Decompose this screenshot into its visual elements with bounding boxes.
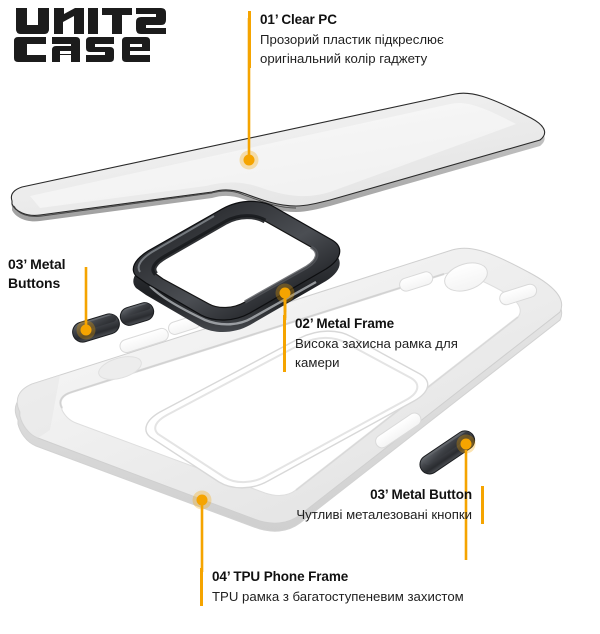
hotspots [76, 150, 476, 510]
metal-button-short [119, 302, 155, 326]
callout-04-title: 04’ TPU Phone Frame [212, 569, 349, 584]
callout-03a-title: 03’ Metal Buttons [8, 256, 66, 291]
callout-03b-title: 03’ Metal Button [370, 487, 472, 502]
callout-01-body: Прозорий пластик підкреслює оригінальний… [260, 32, 444, 66]
callout-03b-metal-button: 03’ Metal Button Чутливі металезовані кн… [268, 486, 484, 524]
port-cutout-slots-right [399, 262, 538, 306]
callout-02-title: 02’ Metal Frame [295, 316, 395, 331]
hotspot-01[interactable] [239, 150, 259, 170]
tpu-phone-frame [14, 247, 562, 532]
hotspot-03b[interactable] [456, 434, 476, 454]
hotspot-02[interactable] [275, 283, 295, 303]
callout-03a-metal-buttons: 03’ Metal Buttons [8, 255, 104, 293]
callout-02-metal-frame: 02’ Metal Frame Висока захисна рамка для… [283, 315, 475, 372]
button-cutout-slot-right [375, 412, 422, 449]
callout-01-title: 01’ Clear PC [260, 12, 337, 27]
callout-02-body: Висока захисна рамка для камери [295, 336, 458, 370]
callout-01-clear-pc: 01’ Clear PC Прозорий пластик підкреслює… [248, 11, 512, 68]
unit2-case-wordmark-icon [14, 8, 166, 62]
clear-pc-panel [10, 92, 546, 222]
hotspot-03a[interactable] [76, 320, 96, 340]
camera-cutout [145, 330, 429, 489]
unit2-case-logo [14, 6, 184, 66]
sensor-recess [98, 356, 142, 380]
callout-04-body: TPU рамка з багатоступеневим захистом [212, 589, 464, 604]
hotspot-04[interactable] [192, 490, 212, 510]
callout-03b-body: Чутливі металезовані кнопки [296, 507, 472, 522]
callout-04-tpu-frame: 04’ TPU Phone Frame TPU рамка з багатост… [200, 568, 464, 606]
metal-button-single [419, 430, 476, 475]
